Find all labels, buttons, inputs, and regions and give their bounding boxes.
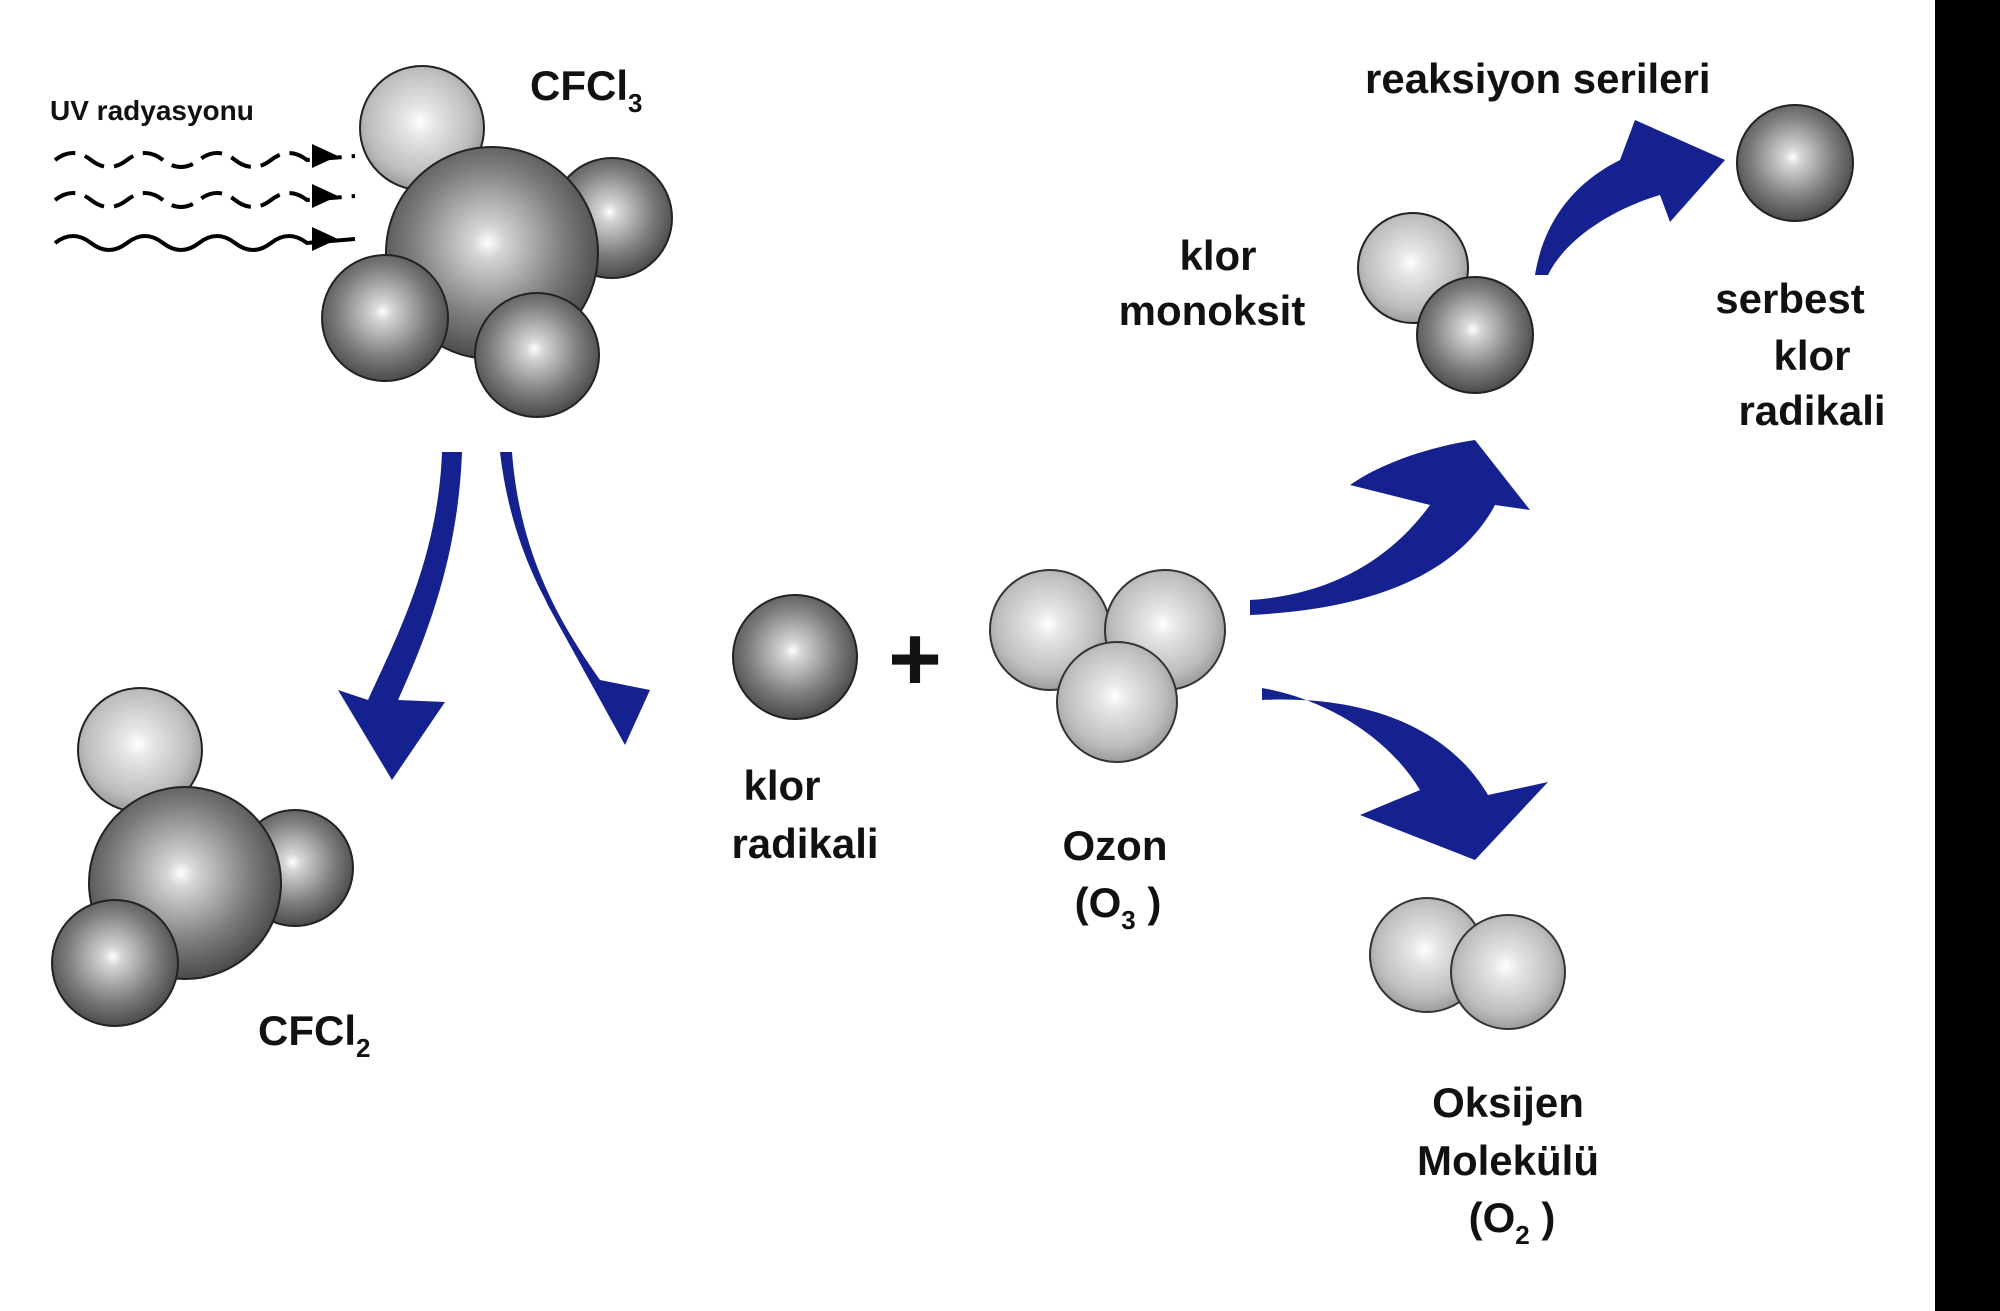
oksijen-formula-open: (O	[1469, 1194, 1516, 1241]
cfcl2-molecule	[51, 687, 354, 1027]
serbest-klor-radikali-atom	[1736, 104, 1854, 222]
cfcl3-molecule	[321, 65, 673, 418]
oksijen-line1: Oksijen	[1432, 1079, 1584, 1126]
ozon-formula-close: )	[1136, 879, 1162, 926]
klor-radikali-line2: radikali	[731, 820, 878, 867]
uv-wave-arrows	[53, 144, 356, 252]
arrow-to-serbest-klor	[1535, 120, 1725, 275]
oksijen-formula-close: )	[1530, 1194, 1556, 1241]
reaksiyon-serileri-label: reaksiyon serileri	[1365, 55, 1711, 102]
uv-radyasyonu-label: UV radyasyonu	[50, 95, 254, 126]
oksijen-subscript: 2	[1515, 1220, 1529, 1250]
split-arrows	[338, 452, 650, 780]
chlorine-atom	[474, 292, 600, 418]
oxygen-atom	[1056, 641, 1178, 763]
klor-radikali-line1: klor	[743, 762, 820, 809]
chlorine-atom	[1416, 276, 1534, 394]
arrow-to-klor-monoksit	[1250, 440, 1530, 615]
klor-radikali-atom	[732, 594, 858, 720]
klor-monoksit-line2: monoksit	[1119, 287, 1306, 334]
cfcl3-subscript: 3	[628, 88, 642, 118]
ozon-subscript: 3	[1121, 905, 1135, 935]
ozon-formula: (O3 )	[1075, 879, 1162, 935]
cfcl3-label: CFCl3	[530, 62, 642, 118]
arrow-to-cfcl2	[338, 452, 462, 780]
klor-monoksit-line1: klor	[1179, 232, 1256, 279]
serbest-line2: klor	[1773, 332, 1850, 379]
ozone-molecule	[989, 569, 1226, 763]
arrow-to-oksijen	[1262, 688, 1548, 860]
oksijen-molecule	[1369, 897, 1566, 1030]
reaction-arrows	[1250, 120, 1725, 860]
chlorine-atom	[51, 899, 179, 1027]
plus-sign: +	[888, 608, 942, 710]
cfcl3-main-text: CFCl	[530, 62, 628, 109]
oxygen-atom	[1450, 914, 1566, 1030]
ozon-line1: Ozon	[1063, 822, 1168, 869]
serbest-line3: radikali	[1738, 387, 1885, 434]
cfcl2-main-text: CFCl	[258, 1007, 356, 1054]
right-border-bar	[1935, 0, 2000, 1311]
ozon-formula-open: (O	[1075, 879, 1122, 926]
cfcl2-label: CFCl2	[258, 1007, 370, 1063]
arrow-to-klor-radikali	[500, 452, 650, 745]
klor-monoksit-molecule	[1357, 212, 1534, 394]
cfcl2-subscript: 2	[356, 1033, 370, 1063]
oksijen-line2: Molekülü	[1417, 1137, 1599, 1184]
oksijen-formula: (O2 )	[1469, 1194, 1556, 1250]
chlorine-atom	[321, 254, 449, 382]
serbest-line1: serbest	[1715, 275, 1864, 322]
